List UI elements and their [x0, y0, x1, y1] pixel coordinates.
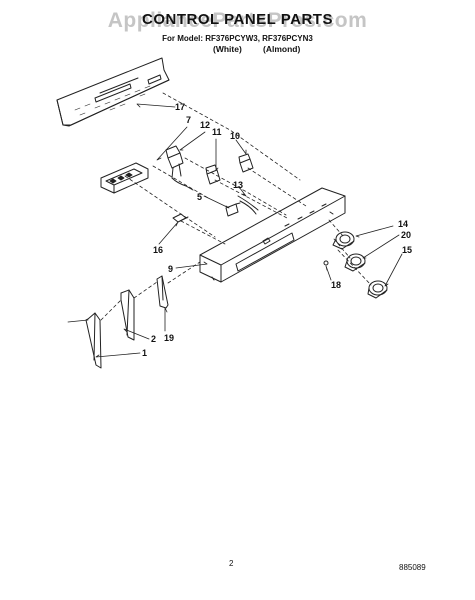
callout-1: 1	[142, 348, 148, 358]
rear-panel-part	[56, 57, 170, 127]
callout-18: 18	[331, 280, 342, 290]
variant-almond: (Almond)	[263, 44, 301, 54]
callout-16: 16	[153, 245, 164, 255]
leader-lines	[67, 92, 403, 358]
screw-part-18	[323, 260, 329, 266]
callout-11: 11	[212, 127, 222, 137]
connector-part-5	[225, 202, 241, 217]
callout-10: 10	[230, 131, 241, 141]
callout-19: 19	[164, 333, 175, 343]
callout-17: 17	[175, 102, 186, 112]
end-cap-part-1	[85, 312, 102, 369]
callout-20: 20	[401, 230, 412, 240]
control-panel-part	[199, 187, 346, 283]
switch-part-10	[238, 153, 254, 173]
knob-part-20	[344, 253, 366, 272]
callout-7: 7	[186, 115, 192, 125]
callout-9: 9	[168, 264, 174, 274]
end-bracket-part-2	[120, 289, 135, 341]
knob-part-14	[332, 231, 355, 250]
clock-display-part	[100, 162, 149, 194]
variant-white: (White)	[213, 44, 242, 54]
clip-part-16	[172, 213, 189, 223]
callout-14: 14	[398, 219, 409, 229]
callout-5: 5	[197, 192, 203, 202]
page-number: 2	[229, 559, 234, 568]
document-number: 885089	[399, 563, 426, 572]
callout-15: 15	[402, 245, 413, 255]
knob-part-15	[367, 280, 388, 299]
model-line: For Model: RF376PCYW3, RF376PCYN3	[162, 34, 313, 43]
callout-13: 13	[233, 180, 244, 190]
switch-part-12	[165, 145, 194, 191]
side-bracket-part-19	[156, 275, 169, 309]
callout-2: 2	[151, 334, 157, 344]
diagram-title: CONTROL PANEL PARTS	[142, 11, 333, 28]
wire-harness-part	[237, 195, 259, 215]
watermark: AppliancePartsPros.com	[107, 9, 368, 32]
callout-12: 12	[200, 120, 211, 130]
